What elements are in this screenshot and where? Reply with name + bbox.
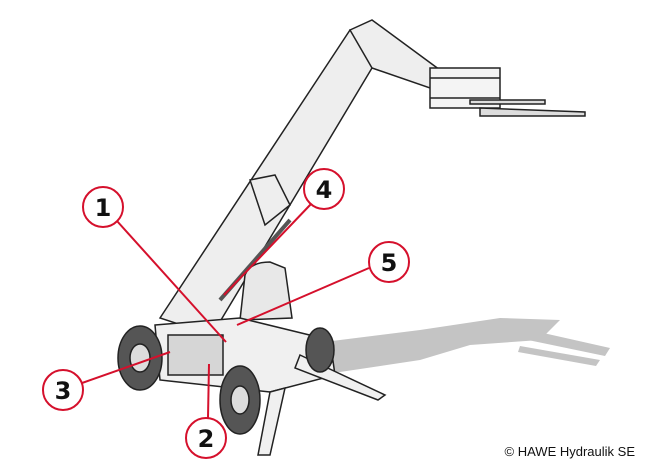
callout-4-label: 4 (316, 176, 333, 204)
leader-lines (81, 203, 370, 419)
callout-1: 1 (82, 186, 124, 228)
callout-2: 2 (185, 417, 227, 459)
copyright-notice: © HAWE Hydraulik SE (504, 444, 635, 459)
callout-4: 4 (303, 168, 345, 210)
machine-shadow (300, 318, 610, 372)
callout-1-label: 1 (95, 194, 112, 222)
callout-3: 3 (42, 369, 84, 411)
cab (239, 261, 293, 321)
callout-3-label: 3 (55, 377, 72, 405)
boom (158, 19, 586, 336)
chassis (154, 317, 387, 456)
callout-5-label: 5 (381, 249, 398, 277)
callout-2-label: 2 (198, 425, 215, 453)
wheels (117, 325, 335, 435)
callout-5: 5 (368, 241, 410, 283)
